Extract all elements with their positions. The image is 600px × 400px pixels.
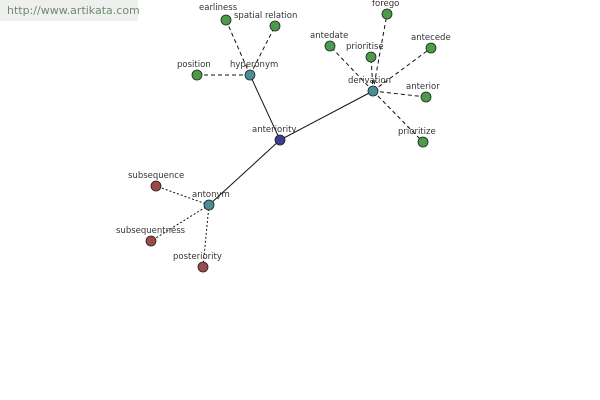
edge-derivation-antecede [372, 47, 432, 92]
edge-hyperonym-earliness [225, 19, 251, 76]
node-antecede[interactable] [425, 42, 437, 54]
node-antonym[interactable] [203, 199, 215, 211]
edge-derivation-forego [372, 13, 388, 92]
graph-nodes [145, 8, 437, 273]
node-anteriority[interactable] [274, 134, 286, 146]
edge-hyperonym-spatial-relation [249, 25, 276, 76]
node-subsequence[interactable] [150, 180, 162, 192]
label-position: position [177, 60, 211, 70]
label-spatial-relation: spatial relation [234, 11, 297, 21]
label-antecede: antecede [411, 33, 451, 43]
node-prioritise[interactable] [365, 51, 377, 63]
label-anteriority: anteriority [252, 125, 296, 135]
edge-anteriority-derivation [279, 90, 374, 141]
source-url-banner[interactable]: http://www.artikata.com [0, 0, 140, 21]
edge-anteriority-antonym [208, 139, 281, 206]
label-antonym: antonym [192, 190, 230, 200]
node-forego[interactable] [381, 8, 393, 20]
label-forego: forego [372, 0, 399, 9]
label-posteriority: posteriority [173, 252, 222, 262]
node-anterior[interactable] [420, 91, 432, 103]
node-prioritize[interactable] [417, 136, 429, 148]
label-hyperonym: hyperonym [230, 60, 278, 70]
label-earliness: earliness [199, 3, 238, 13]
graph-edges [150, 13, 432, 268]
label-antedate: antedate [310, 31, 348, 41]
node-posteriority[interactable] [197, 261, 209, 273]
node-earliness[interactable] [220, 14, 232, 26]
node-hyperonym[interactable] [244, 69, 256, 81]
label-prioritise: prioritise [346, 42, 384, 52]
label-anterior: anterior [406, 82, 440, 92]
label-derivation: derivation [348, 76, 391, 86]
edge-antonym-subsequence [155, 185, 210, 206]
label-subsequence: subsequence [128, 171, 184, 181]
graph-labels: anteriority hyperonym derivation antonym… [116, 0, 451, 262]
node-antedate[interactable] [324, 40, 336, 52]
edge-derivation-prioritise [370, 56, 374, 92]
edge-derivation-prioritize [372, 90, 424, 143]
edge-derivation-anterior [372, 90, 427, 98]
node-derivation[interactable] [367, 85, 379, 97]
node-position[interactable] [191, 69, 203, 81]
edge-anteriority-hyperonym [249, 74, 281, 141]
edge-derivation-antedate [329, 45, 374, 92]
node-spatial-relation[interactable] [269, 20, 281, 32]
edge-antonym-subsequentness [150, 204, 210, 242]
label-prioritize: prioritize [398, 127, 436, 137]
node-subsequentness[interactable] [145, 235, 157, 247]
label-subsequentness: subsequentness [116, 226, 186, 236]
